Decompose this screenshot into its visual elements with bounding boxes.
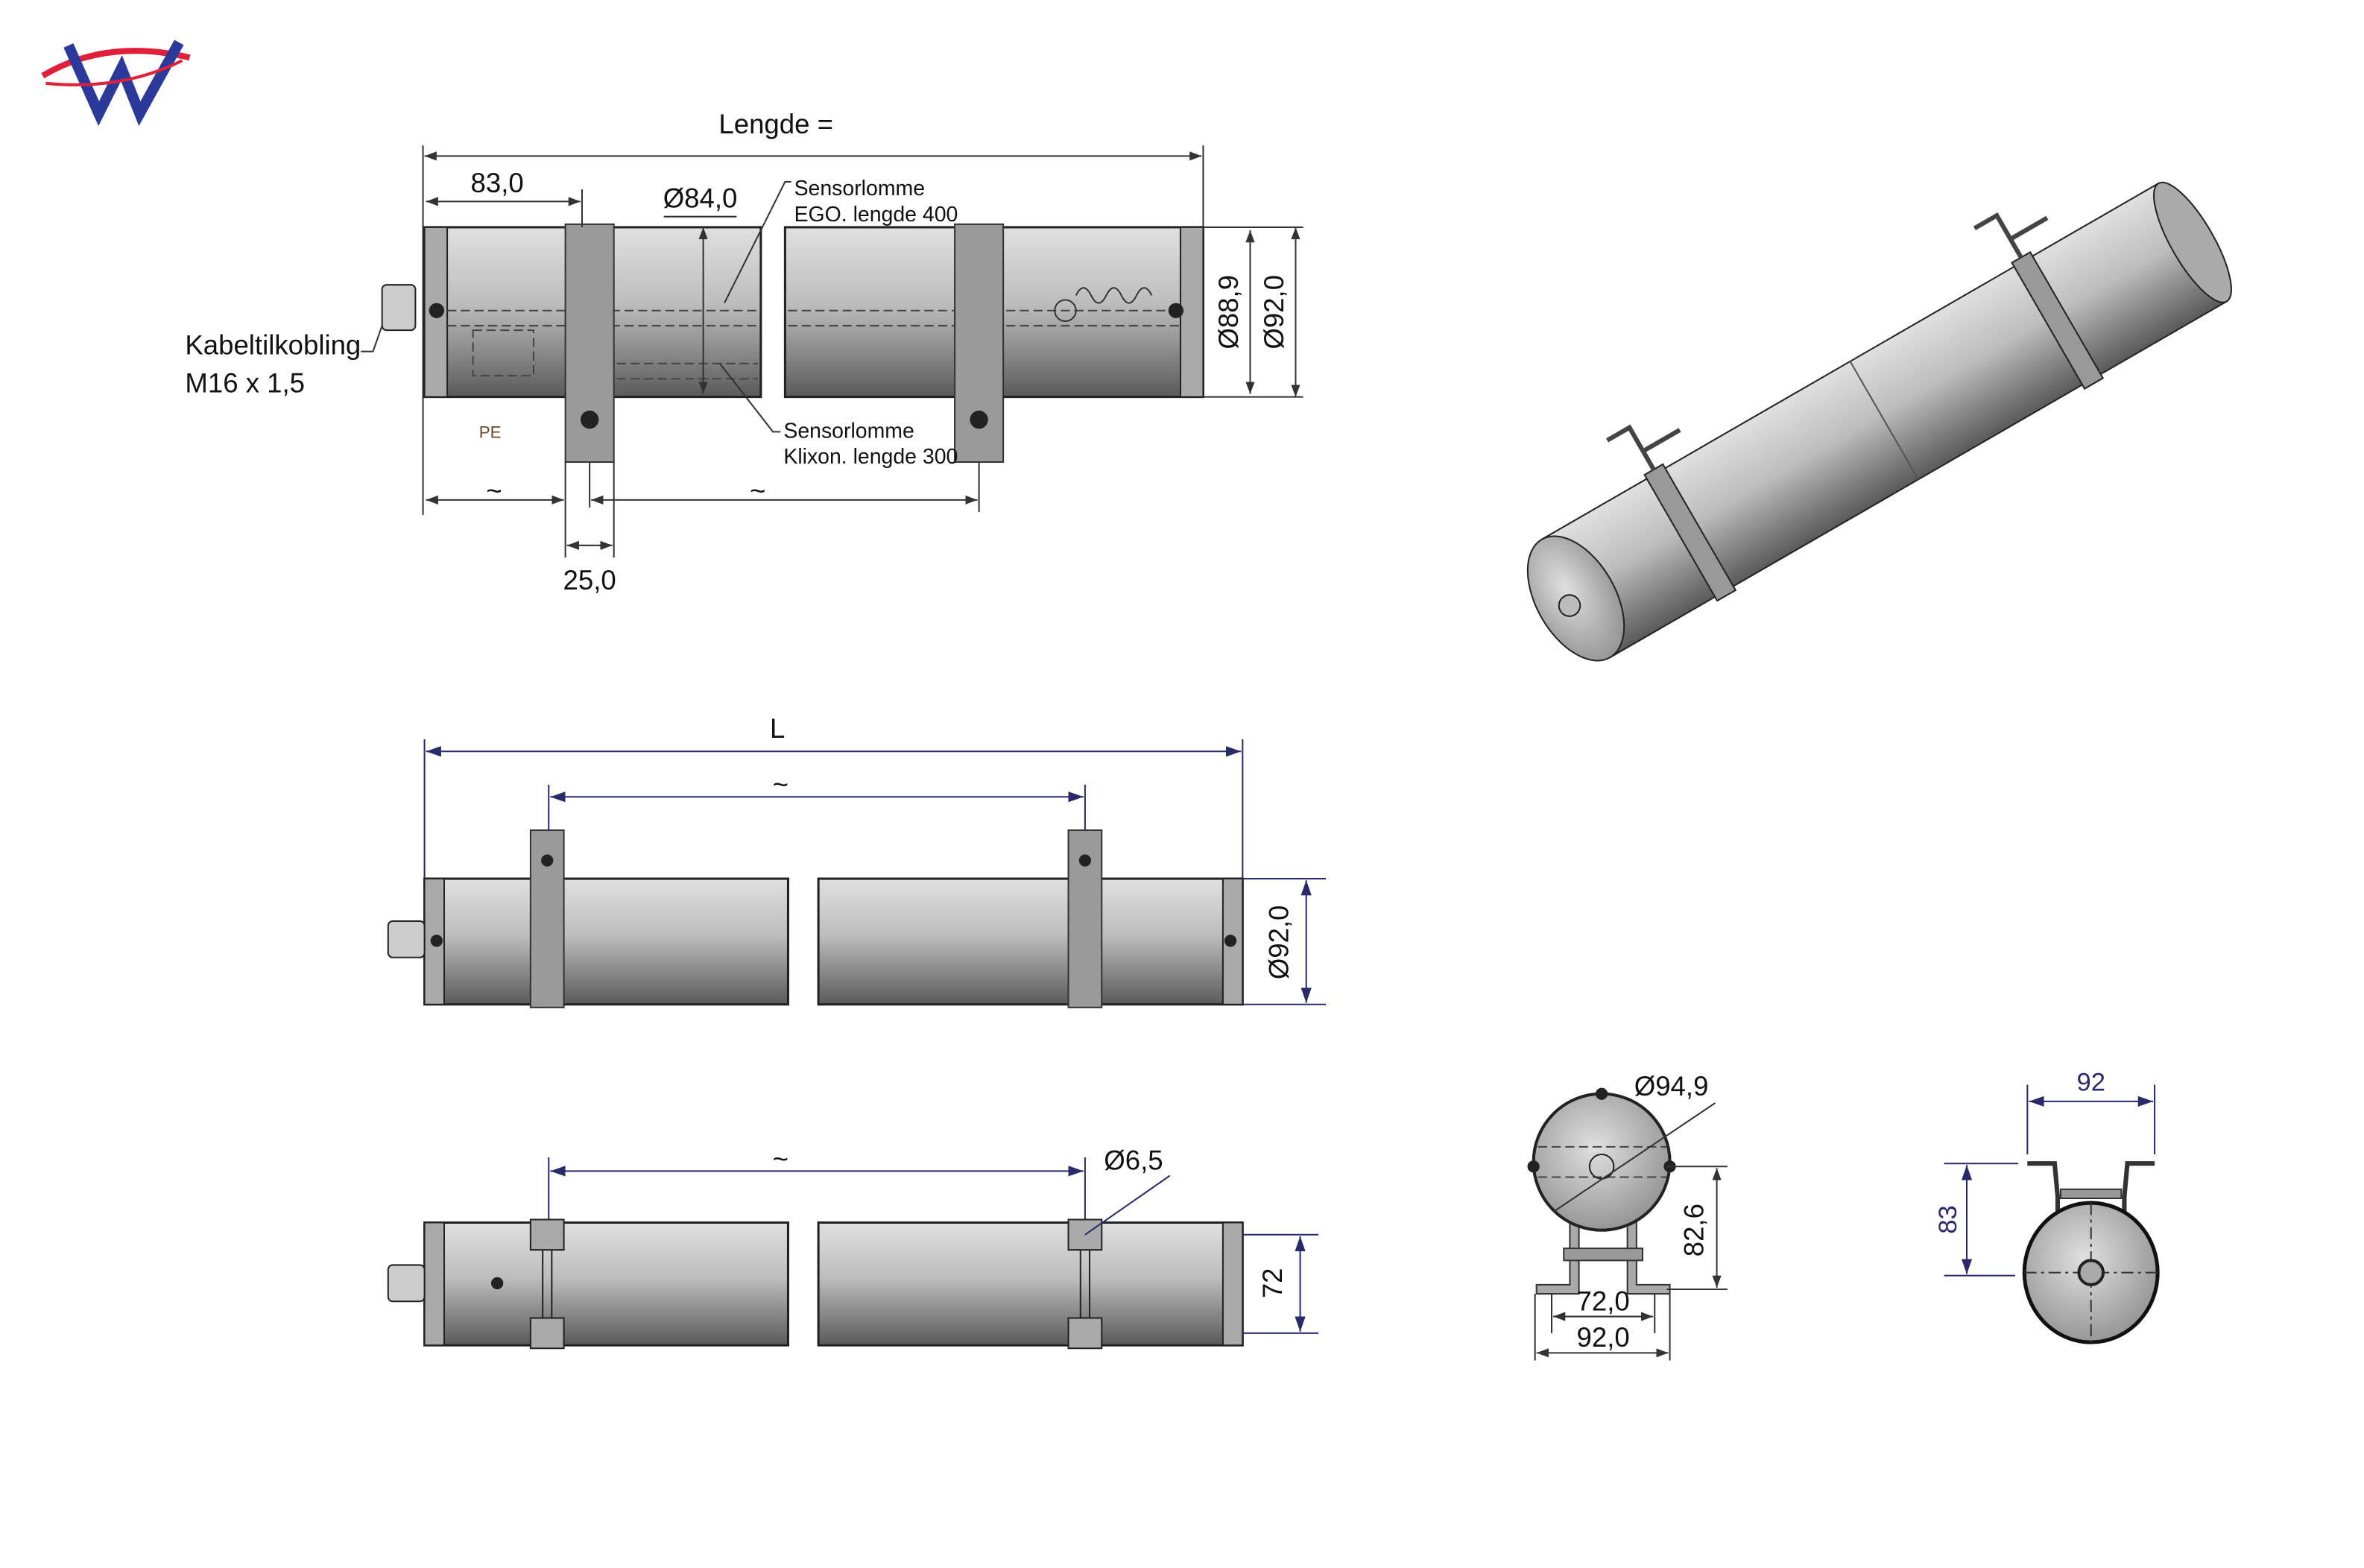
dim-d84: Ø84,0 — [663, 183, 738, 214]
dim-72: 72 — [1257, 1268, 1288, 1298]
length-label: Lengde = — [718, 109, 833, 139]
dim-92: 92 — [2076, 1069, 2105, 1097]
dim-tilde: ~ — [773, 769, 788, 800]
dim-d88-9: Ø88,9 — [1213, 275, 1244, 350]
dim-tilde-bottom: ~ — [773, 1143, 788, 1174]
dim-25: 25,0 — [563, 565, 616, 595]
isometric-view — [1526, 181, 2232, 662]
cable-gland — [387, 920, 426, 958]
length-l-label: L — [770, 713, 785, 744]
dim-83: 83 — [1934, 1205, 1962, 1233]
sensor-klixon-label: Sensorlomme — [783, 419, 914, 443]
cable-thread-label: M16 x 1,5 — [185, 368, 305, 399]
dim-d94-9: Ø94,9 — [1634, 1071, 1709, 1101]
bottom-view: ~ Ø6,5 72 — [387, 1143, 1318, 1350]
sensor-ego-label: Sensorlomme — [794, 177, 925, 200]
top-view: Lengde = 83,0 Ø84,0 Sensorlomme EGO. len… — [185, 109, 1303, 595]
cable-gland — [381, 284, 417, 332]
dim-tilde-left: ~ — [486, 475, 502, 506]
pe-label: PE — [479, 423, 502, 441]
dim-83: 83,0 — [471, 168, 524, 198]
dim-72-0: 72,0 — [1577, 1286, 1630, 1316]
company-logo — [41, 39, 191, 127]
sensor-klixon-length: Klixon. lengde 300 — [783, 445, 958, 469]
end-view-front: Ø94,9 82,6 72,0 92,0 — [1527, 1071, 1728, 1361]
cable-connection-label: Kabeltilkobling — [185, 330, 361, 361]
dim-92-0: 92,0 — [1577, 1322, 1630, 1353]
dim-d92: Ø92,0 — [1259, 275, 1289, 350]
dim-d92-side: Ø92,0 — [1263, 905, 1294, 980]
side-view: L ~ Ø92,0 — [387, 713, 1327, 1008]
dim-d6-5: Ø6,5 — [1104, 1145, 1163, 1175]
dim-tilde-right: ~ — [750, 475, 765, 506]
end-view-side: 92 83 — [1934, 1069, 2160, 1344]
sensor-ego-length: EGO. lengde 400 — [794, 203, 958, 227]
heating-coil — [1075, 287, 1153, 304]
dim-82-6: 82,6 — [1678, 1204, 1709, 1256]
